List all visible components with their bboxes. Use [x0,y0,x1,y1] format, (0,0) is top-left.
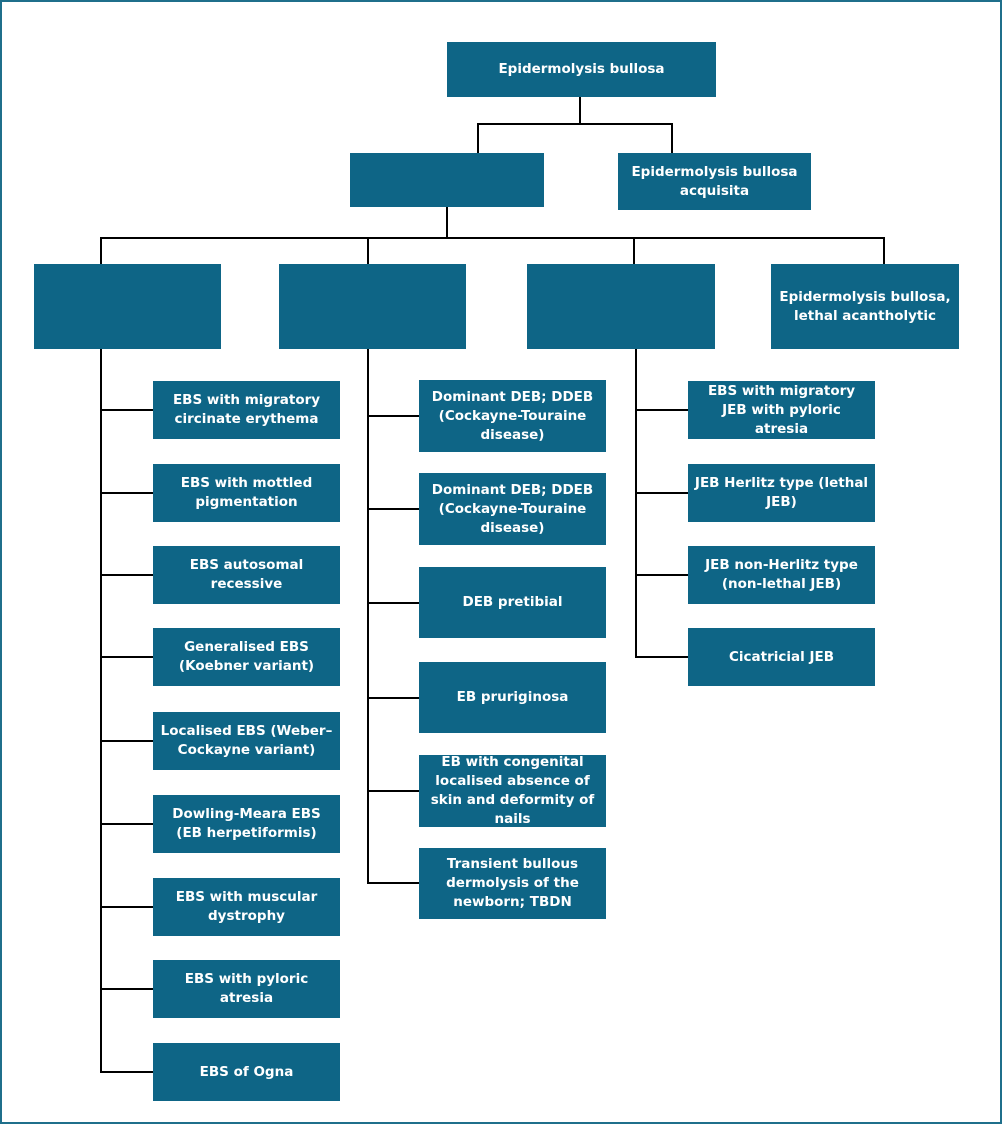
junctional-type-node: Cicatricial JEB [688,628,875,686]
simplex-type-node: Localised EBS (Weber–Cockayne variant) [153,712,340,770]
dystrophic-type-node: Dominant DEB; DDEB (Cockayne-Touraine di… [419,380,606,452]
simplex-type-node: EBS with muscular dystrophy [153,878,340,936]
simplex-type-node: EBS autosomal recessive [153,546,340,604]
junctional-type-node: JEB non-Herlitz type (non-lethal JEB) [688,546,875,604]
simplex-type-node: EBS with pyloric atresia [153,960,340,1018]
dystrophic-type-node: Transient bullous dermolysis of the newb… [419,848,606,919]
simplex-type-node: EBS with mottled pigmentation [153,464,340,522]
acantholytic-category-node: Epidermolysis bullosa, lethal acantholyt… [771,264,959,349]
dystrophic-type-node: EB pruriginosa [419,662,606,733]
junctional-category-node [527,264,715,349]
root-node: Epidermolysis bullosa [447,42,716,97]
dystrophic-category-node [279,264,466,349]
simplex-type-node: Generalised EBS (Koebner variant) [153,628,340,686]
junctional-type-node: EBS with migratory JEB with pyloric atre… [688,381,875,439]
inherited-node [350,153,544,207]
simplex-type-node: EBS of Ogna [153,1043,340,1101]
simplex-type-node: Dowling-Meara EBS (EB herpetiformis) [153,795,340,853]
dystrophic-type-node: DEB pretibial [419,567,606,638]
simplex-type-node: EBS with migratory circinate erythema [153,381,340,439]
simplex-category-node [34,264,221,349]
dystrophic-type-node: EB with congenital localised absence of … [419,754,606,827]
dystrophic-type-node: Dominant DEB; DDEB (Cockayne-Touraine di… [419,473,606,545]
junctional-type-node: JEB Herlitz type (lethal JEB) [688,464,875,522]
acquisita-node: Epidermolysis bullosa acquisita [618,153,811,210]
